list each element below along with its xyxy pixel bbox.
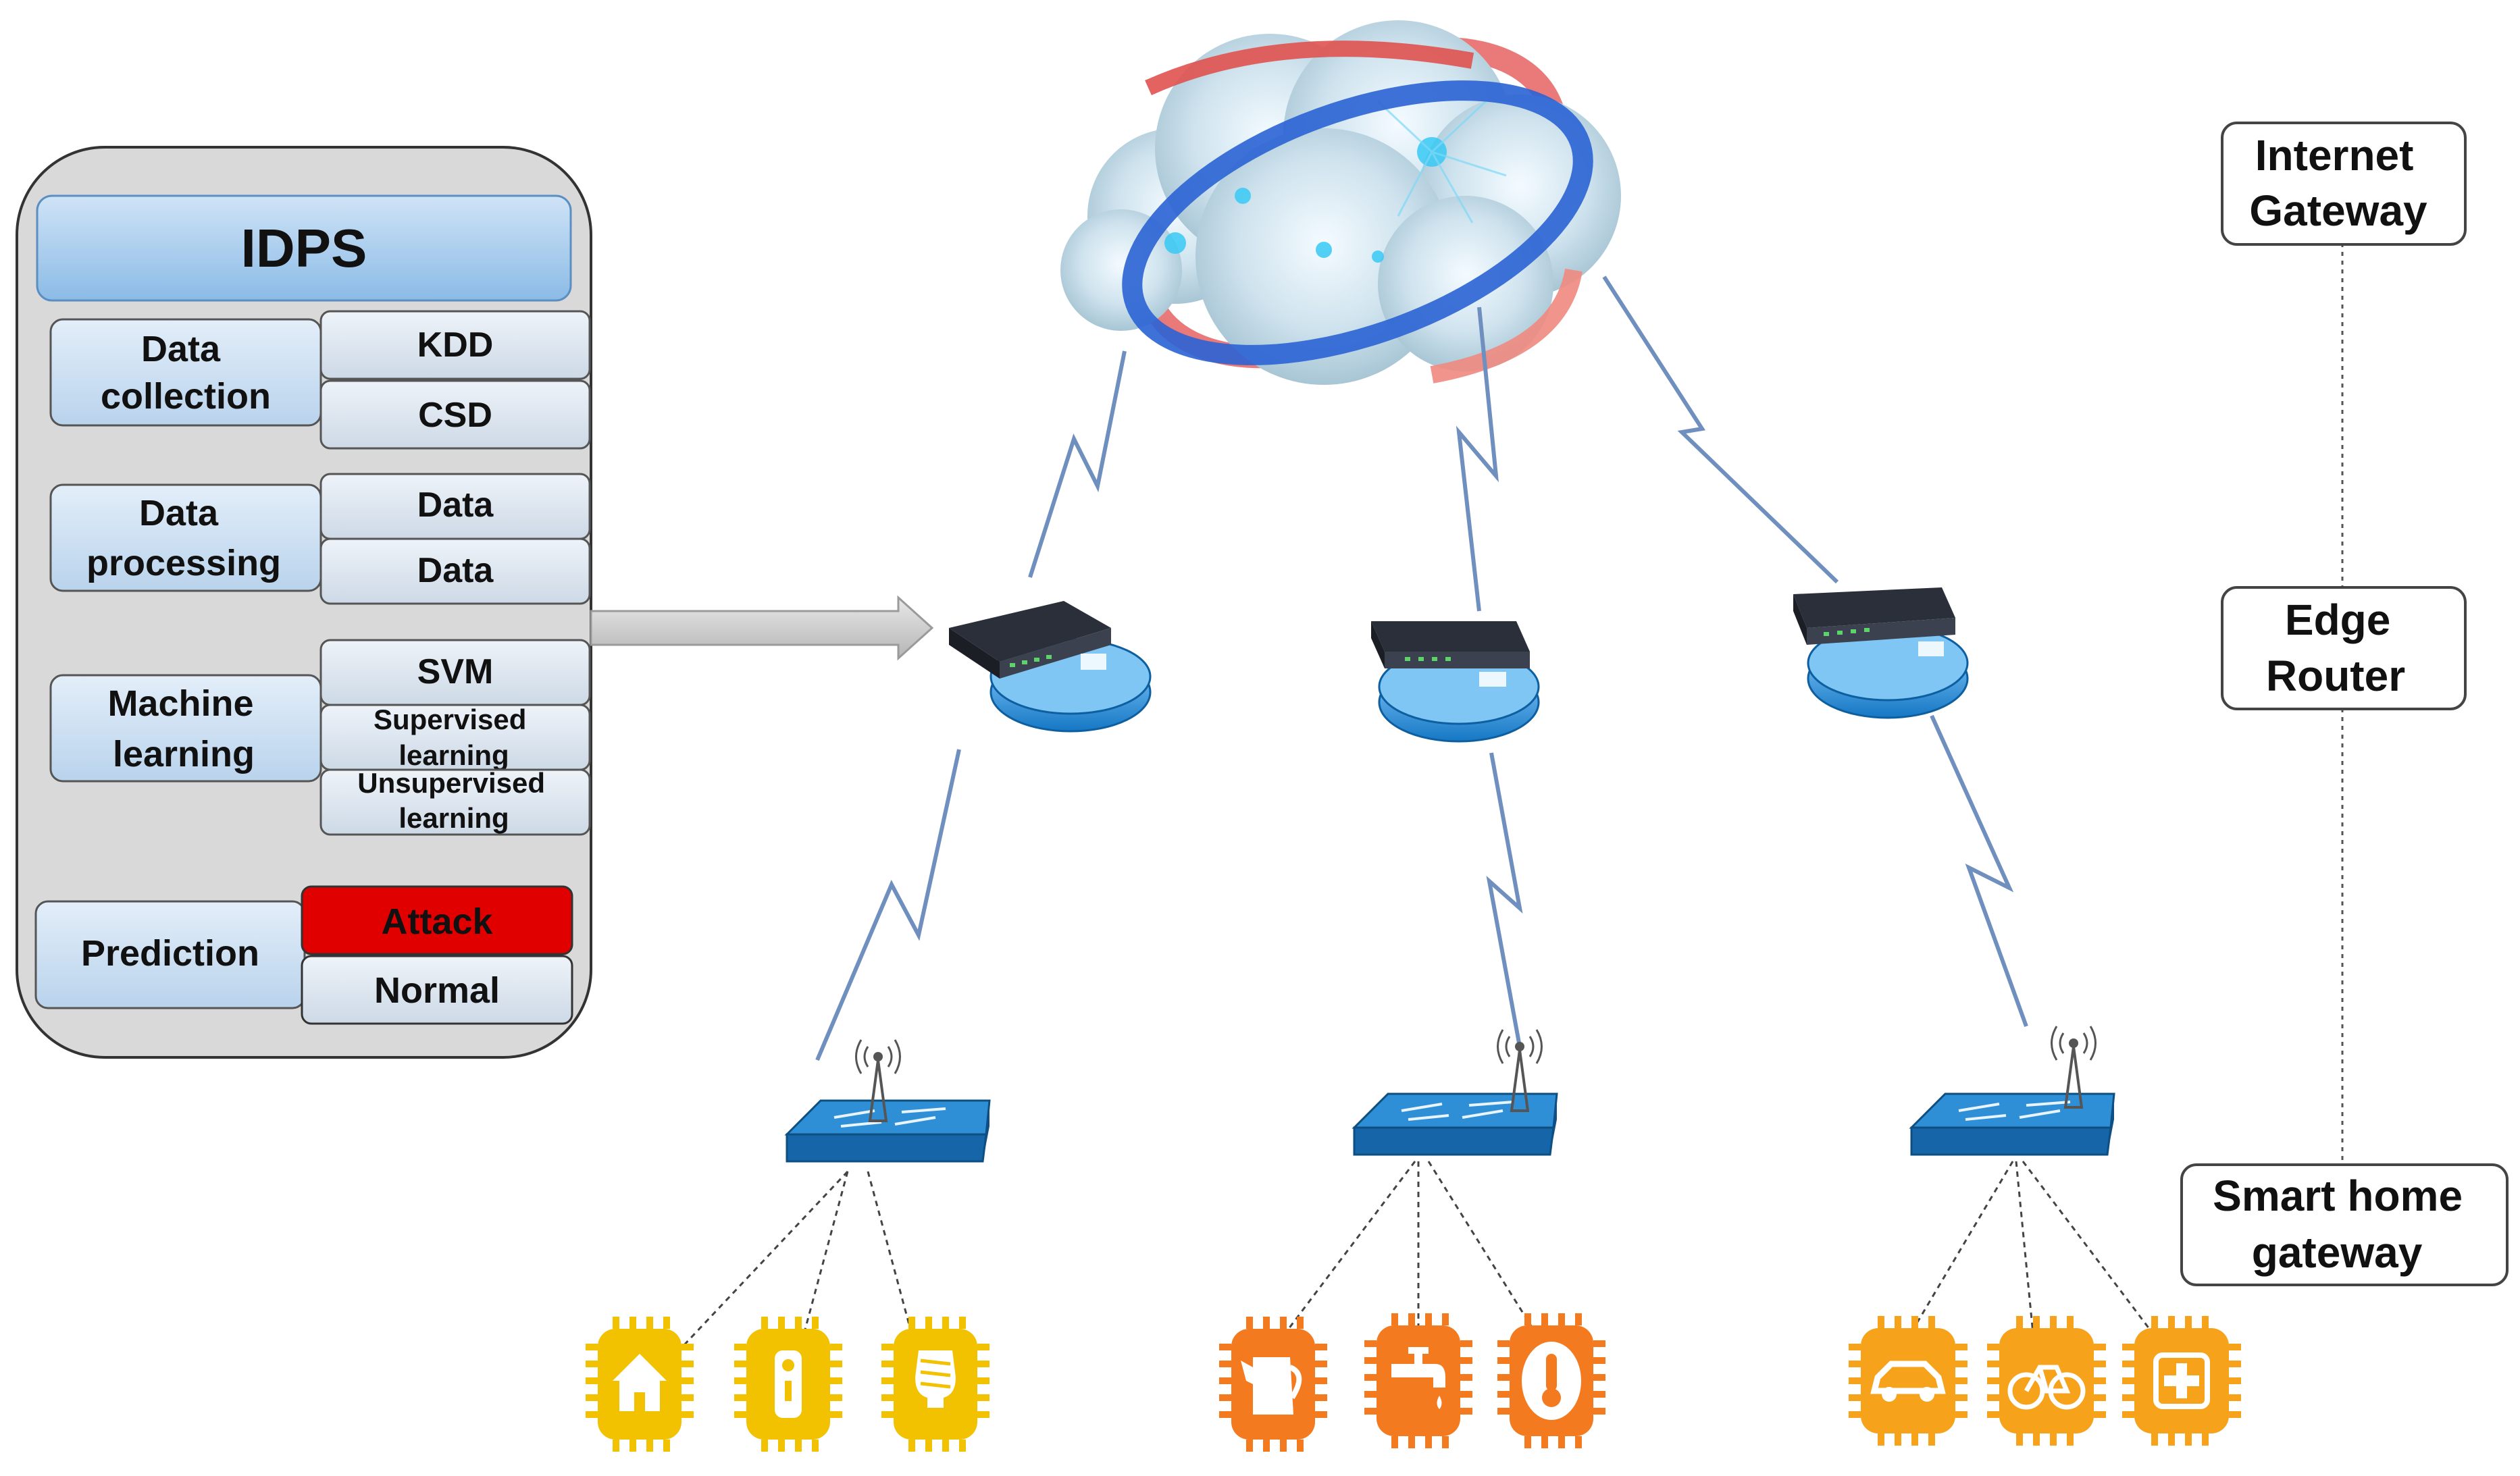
idps-title-box bbox=[36, 194, 572, 302]
normal-cell bbox=[301, 955, 573, 1025]
idps-panel: IDPS Data collection KDD CSD Data proces… bbox=[16, 146, 592, 1059]
tier-legend: Internet Gateway Edge Router Smart home … bbox=[2180, 122, 2509, 1286]
edge-router-box bbox=[2221, 586, 2467, 710]
device-links bbox=[681, 1161, 2159, 1348]
machine-learning-label: Machine learning bbox=[107, 683, 263, 774]
remote-icon bbox=[734, 1317, 842, 1452]
medical-icon bbox=[2122, 1316, 2241, 1446]
smart-home-gateway-label: Smart home gateway bbox=[2213, 1171, 2475, 1277]
antenna-icon bbox=[1497, 1029, 1543, 1112]
edge-router-label: Edge Router bbox=[2266, 596, 2405, 700]
faucet-icon bbox=[1364, 1313, 1472, 1448]
kdd-text: KDD bbox=[417, 325, 494, 365]
link-cloud-router2 bbox=[1456, 307, 1499, 612]
car-icon bbox=[1849, 1316, 1968, 1446]
attack-text: Attack bbox=[381, 901, 493, 942]
switch-icon bbox=[1352, 1029, 1558, 1156]
unsupervised-text: Unsupervised learning bbox=[357, 767, 552, 834]
link-router1-switch1 bbox=[815, 749, 961, 1061]
data-collection-label: Data collection bbox=[101, 329, 271, 417]
csd-text: CSD bbox=[418, 396, 492, 435]
bicycle-icon bbox=[1987, 1316, 2106, 1446]
antenna-icon bbox=[2051, 1026, 2097, 1109]
svm-text: SVM bbox=[417, 652, 494, 691]
link-cloud-router3 bbox=[1602, 275, 1839, 584]
data-text-1: Data bbox=[417, 485, 494, 525]
supervised-text: Supervised learning bbox=[374, 704, 534, 771]
normal-text: Normal bbox=[374, 970, 500, 1011]
bulb-icon bbox=[881, 1317, 989, 1452]
prediction-label: Prediction bbox=[81, 933, 259, 974]
router-icon bbox=[1371, 621, 1540, 743]
link-router3-switch3 bbox=[1930, 714, 2028, 1028]
thermometer-icon bbox=[1497, 1313, 1605, 1448]
link-cloud-router1 bbox=[1028, 350, 1127, 578]
router-icon bbox=[949, 601, 1152, 733]
wireless-links bbox=[815, 275, 2028, 1061]
internet-gateway-box bbox=[2221, 122, 2467, 246]
switch-icon bbox=[1909, 1026, 2115, 1156]
link-router2-switch2 bbox=[1486, 752, 1523, 1047]
cloud-icon bbox=[1060, 20, 1621, 385]
kettle-icon bbox=[1219, 1317, 1327, 1452]
antenna-icon bbox=[855, 1039, 901, 1122]
idps-title: IDPS bbox=[241, 218, 367, 278]
data-cell-2 bbox=[319, 537, 591, 605]
home-icon bbox=[586, 1317, 694, 1452]
attack-cell bbox=[301, 885, 573, 955]
router-icon bbox=[1793, 587, 1969, 719]
idps-to-router-arrow bbox=[590, 595, 934, 661]
internet-gateway-label: Internet Gateway bbox=[2249, 131, 2427, 235]
prediction-label-box bbox=[34, 900, 306, 1009]
smart-home-gateway-box bbox=[2180, 1163, 2509, 1286]
switch-icon bbox=[784, 1039, 991, 1163]
csd-cell bbox=[319, 379, 591, 450]
data-processing-label-box bbox=[49, 483, 322, 592]
unsupervised-cell bbox=[319, 768, 591, 836]
data-text-2: Data bbox=[417, 551, 494, 590]
data-processing-label: Data processing bbox=[86, 493, 281, 583]
kdd-cell bbox=[319, 310, 591, 380]
